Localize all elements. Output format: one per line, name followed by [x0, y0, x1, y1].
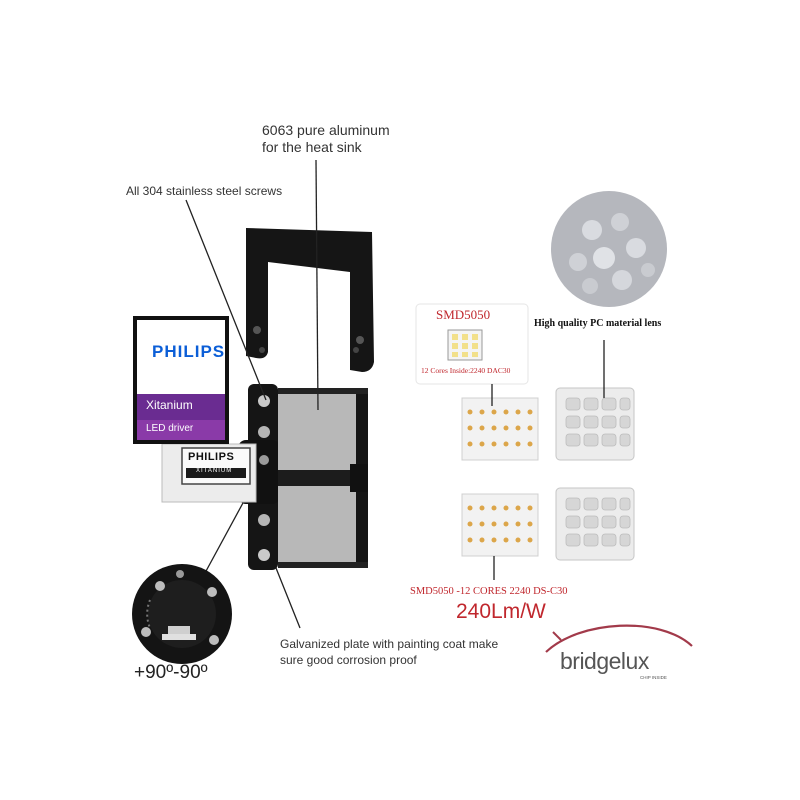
bridgelux-logo: bridgelux: [560, 648, 649, 674]
led-spec-text: SMD5050 -12 CORES 2240 DS-C30: [410, 586, 568, 597]
screws-label: All 304 stainless steel screws: [126, 184, 283, 198]
galvanized-label: Galvanized plate with painting coat make…: [280, 637, 499, 667]
screw: [259, 455, 269, 465]
driver-product: XITANIUM: [196, 468, 233, 474]
smd-cores-text: 12 Cores Inside:2240 DAC30: [421, 366, 511, 375]
xitanium-label: Xitanium: [146, 398, 193, 412]
philips-driver-unit: [161, 443, 257, 503]
heat-sink-label: 6063 pure aluminum for the heat sink: [262, 122, 390, 155]
lens-texture: [551, 191, 667, 307]
led-driver-label: LED driver: [146, 423, 194, 434]
bridgelux-swoosh: [545, 624, 693, 653]
angle-adjuster: [132, 564, 232, 664]
lens-label: High quality PC material lens: [534, 318, 662, 329]
screw: [258, 395, 270, 407]
driver-brand: PHILIPS: [188, 451, 235, 463]
philips-logo: PHILIPS: [152, 342, 226, 361]
led-module-top: [461, 397, 539, 461]
screw: [258, 514, 270, 526]
led-module-bottom: [461, 493, 539, 557]
screw: [258, 426, 270, 438]
heat-sink-lower: [278, 486, 356, 564]
bridgelux-tagline: CHIP INSIDE: [640, 675, 667, 680]
heat-sink-upper: [278, 392, 356, 470]
efficacy-label: 240Lm/W: [456, 600, 546, 623]
screw: [258, 549, 270, 561]
smd-chip-name: SMD5050: [436, 307, 491, 322]
mounting-bracket: [246, 228, 374, 372]
angle-label: +90º-90º: [134, 662, 208, 683]
